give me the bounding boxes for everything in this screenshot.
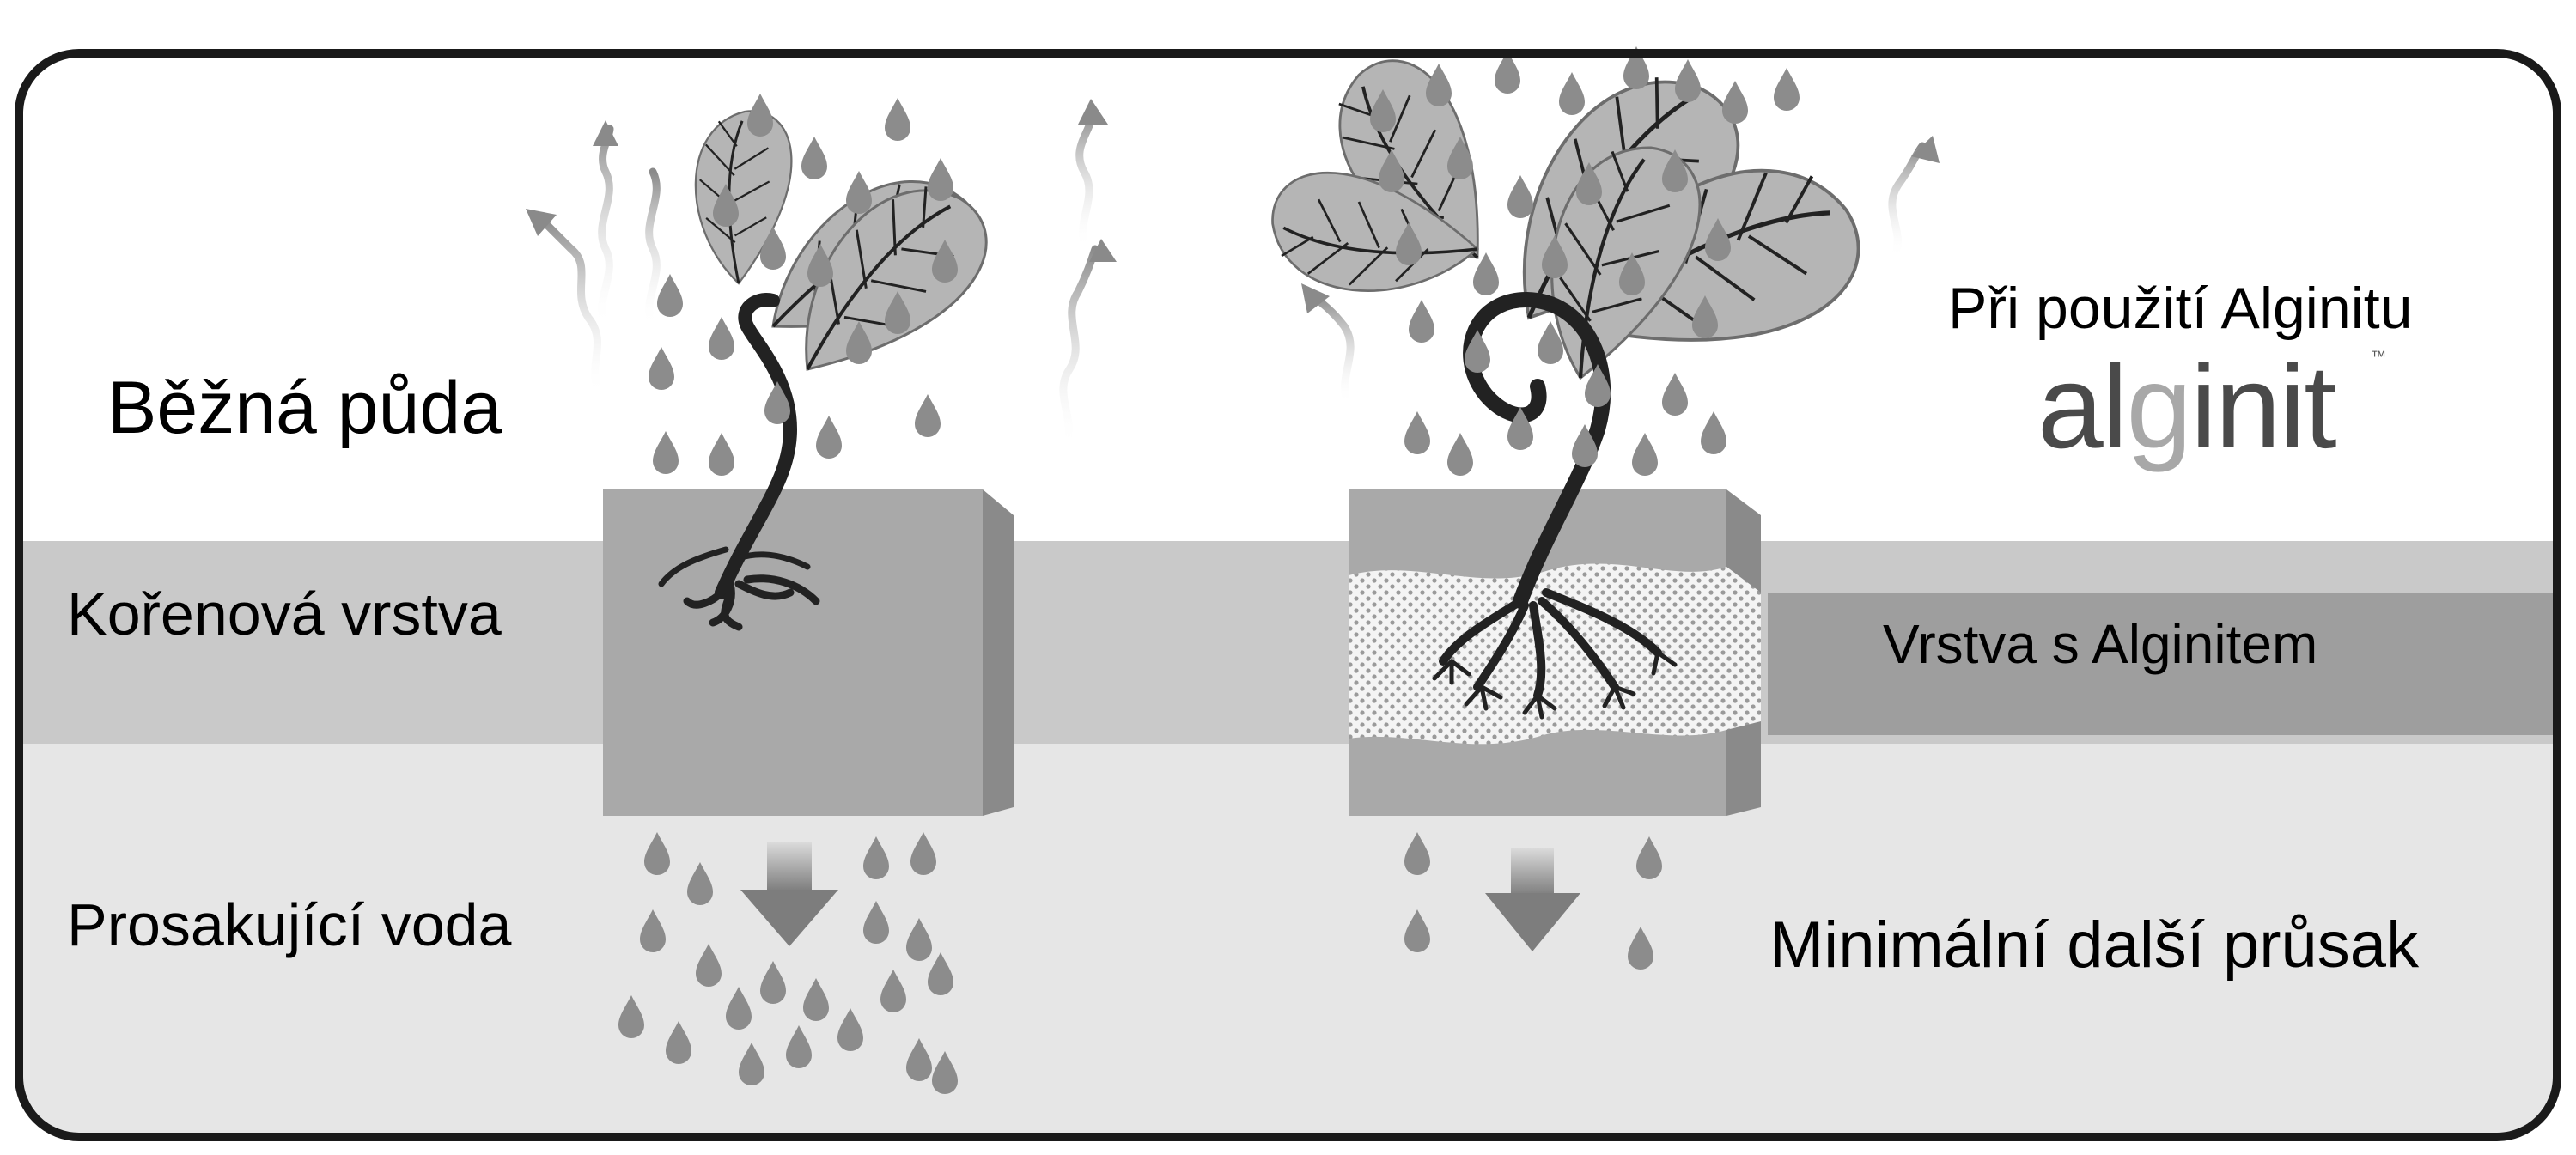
seepage-water-label: Prosakující voda xyxy=(67,891,512,958)
evaporation-arrow-icon xyxy=(1059,107,1099,451)
minimal-seepage-label: Minimální další průsak xyxy=(1769,909,2420,982)
diagram-frame xyxy=(15,49,2561,1141)
left-plant-icon xyxy=(658,98,1014,631)
trademark-symbol: ™ xyxy=(2371,348,2386,365)
evaporation-arrow-icon xyxy=(1301,283,1330,313)
alginit-layer-band xyxy=(1768,593,2557,735)
alginit-layer-label: Vrstva s Alginitem xyxy=(1883,613,2318,675)
normal-soil-label: Běžná půda xyxy=(107,367,502,449)
right-plant-icon xyxy=(1253,44,1872,720)
alginit-logo: alginit xyxy=(2037,348,2337,466)
evaporation-arrow-icon xyxy=(1078,99,1108,125)
left-soil-block xyxy=(603,489,1014,816)
evaporation-arrow-icon xyxy=(1089,239,1117,262)
evaporation-arrow-icon xyxy=(1911,136,1940,163)
down-arrow-icon xyxy=(1485,848,1580,951)
with-alginit-label: Při použití Alginitu xyxy=(1948,276,2413,341)
evaporation-arrow-icon xyxy=(537,215,606,399)
root-layer-label: Kořenová vrstva xyxy=(67,581,502,647)
evaporation-arrow-icon xyxy=(526,209,557,236)
lower-band xyxy=(19,744,2557,1137)
logo-part-3: init xyxy=(2190,341,2336,473)
down-arrow-icon xyxy=(740,842,838,946)
logo-part-1: al xyxy=(2037,341,2128,473)
evaporation-arrow-icon xyxy=(593,120,618,146)
alginit-dotted-layer xyxy=(1349,563,1761,745)
evaporation-arrow-icon xyxy=(598,125,661,331)
logo-part-2: g xyxy=(2126,341,2192,473)
